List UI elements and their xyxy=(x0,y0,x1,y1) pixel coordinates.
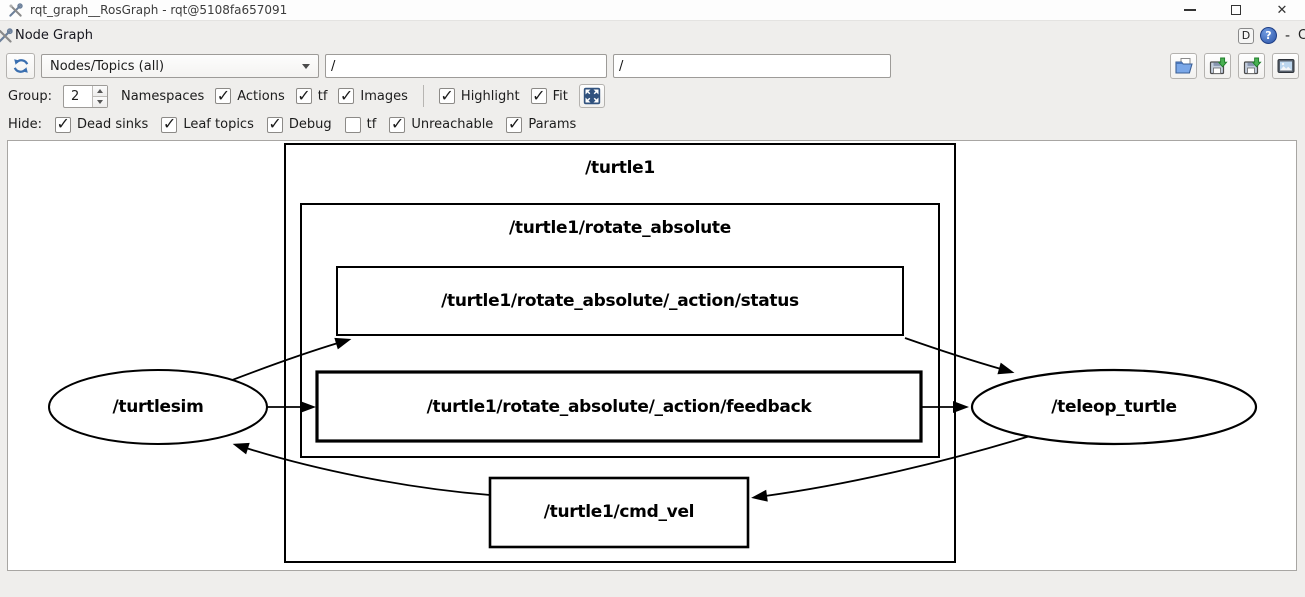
node-turtlesim-label: /turtlesim xyxy=(113,397,204,417)
hide-toolbar: Hide: Dead sinks Leaf topics Debug tf Un… xyxy=(0,110,1305,139)
panel-minimize-button[interactable]: - xyxy=(1284,27,1290,44)
hide-label: Hide: xyxy=(8,117,43,132)
topic-status-label: /turtle1/rotate_absolute/_action/status xyxy=(441,291,799,311)
checkbox-indicator xyxy=(438,86,455,105)
save-image-icon xyxy=(1277,59,1294,73)
open-dot-button[interactable] xyxy=(1170,53,1197,79)
minimize-button[interactable] xyxy=(1167,0,1213,20)
close-button[interactable]: ✕ xyxy=(1259,0,1305,20)
edge-teleop-to-cmdvel xyxy=(751,435,1031,502)
node-turtlesim xyxy=(48,369,268,445)
topic-status-box xyxy=(336,266,904,336)
edge-status-to-teleop xyxy=(904,337,1015,375)
spin-down-button[interactable] xyxy=(92,96,107,107)
plugin-header: Node Graph D ? - C xyxy=(0,21,1305,50)
checkbox-indicator xyxy=(295,86,312,105)
checkbox-indicator xyxy=(338,86,355,105)
save-svg-button[interactable] xyxy=(1238,53,1265,79)
cluster-rotate-absolute-label: /turtle1/rotate_absolute xyxy=(509,218,731,238)
checkbox-indicator xyxy=(389,114,406,133)
rqt-logo-icon xyxy=(9,2,23,17)
spin-up-icon xyxy=(96,88,103,93)
checkbox-indicator xyxy=(161,114,178,133)
refresh-button[interactable] xyxy=(6,53,35,79)
checkbox-images[interactable]: Images xyxy=(338,86,408,105)
cluster-turtle1-label: /turtle1 xyxy=(585,158,655,178)
graph-type-select[interactable]: Nodes/Topics (all) xyxy=(41,54,319,78)
minimize-icon xyxy=(1184,9,1196,11)
panel-close-button[interactable]: C xyxy=(1298,28,1305,43)
rqt-logo-icon xyxy=(0,27,13,43)
topic-filter-input[interactable] xyxy=(613,54,891,78)
window-titlebar: rqt_graph__RosGraph - rqt@5108fa657091 ✕ xyxy=(0,0,1305,21)
topic-cmdvel-label: /turtle1/cmd_vel xyxy=(544,502,694,522)
main-toolbar: Nodes/Topics (all) xyxy=(0,50,1305,82)
node-teleop-turtle xyxy=(970,368,1258,446)
graph-canvas[interactable]: /turtle1 /turtle1/rotate_absolute /turtl… xyxy=(7,140,1297,571)
fit-in-view-icon xyxy=(583,87,601,105)
topic-feedback-label: /turtle1/rotate_absolute/_action/feedbac… xyxy=(427,397,813,417)
save-svg-icon xyxy=(1243,57,1262,75)
status-strip xyxy=(0,571,1305,597)
open-folder-icon xyxy=(1174,58,1193,74)
checkbox-unreachable[interactable]: Unreachable xyxy=(389,114,493,133)
namespaces-label: Namespaces xyxy=(120,88,205,104)
checkbox-actions[interactable]: Actions xyxy=(215,86,285,105)
checkbox-indicator xyxy=(530,86,547,105)
spin-up-button[interactable] xyxy=(92,85,107,97)
save-image-button[interactable] xyxy=(1272,53,1299,79)
checkbox-indicator xyxy=(344,116,361,133)
group-value: 2 xyxy=(70,88,80,104)
checkbox-indicator xyxy=(215,86,232,105)
checkbox-indicator xyxy=(266,114,283,133)
checkbox-indicator xyxy=(55,114,72,133)
topic-feedback-box xyxy=(315,370,923,443)
checkbox-dead-sinks[interactable]: Dead sinks xyxy=(55,114,148,133)
group-label: Group: xyxy=(8,88,52,104)
graph-type-value: Nodes/Topics (all) xyxy=(50,58,165,74)
dock-button[interactable]: D xyxy=(1237,27,1254,44)
checkbox-debug[interactable]: Debug xyxy=(266,114,332,133)
toolbar-separator xyxy=(422,85,424,107)
chevron-down-icon xyxy=(302,63,310,69)
topic-cmdvel-box xyxy=(488,476,750,549)
checkbox-params[interactable]: Params xyxy=(506,114,576,133)
refresh-icon xyxy=(13,59,28,73)
help-button[interactable]: ? xyxy=(1259,27,1277,44)
checkbox-indicator xyxy=(506,114,523,133)
node-filter-input[interactable] xyxy=(325,54,607,78)
checkbox-leaf-topics[interactable]: Leaf topics xyxy=(161,114,254,133)
save-dot-icon xyxy=(1209,57,1228,75)
maximize-button[interactable] xyxy=(1213,0,1259,20)
node-teleop-turtle-label: /teleop_turtle xyxy=(1051,397,1176,417)
fit-in-view-button[interactable] xyxy=(578,84,605,108)
checkbox-fit[interactable]: Fit xyxy=(530,86,568,105)
edge-turtlesim-to-status xyxy=(226,337,352,383)
close-icon: ✕ xyxy=(1276,2,1288,18)
group-spinbox[interactable]: 2 xyxy=(62,84,108,108)
checkbox-tf-group[interactable]: tf xyxy=(295,86,327,105)
checkbox-highlight[interactable]: Highlight xyxy=(438,86,520,105)
panel-title: Node Graph xyxy=(15,28,93,43)
window-title: rqt_graph__RosGraph - rqt@5108fa657091 xyxy=(30,3,288,17)
options-toolbar: Group: 2 Namespaces Actions tf Images Hi… xyxy=(0,82,1305,110)
spin-down-icon xyxy=(96,99,103,104)
save-dot-button[interactable] xyxy=(1204,53,1231,79)
checkbox-tf-hide[interactable]: tf xyxy=(344,116,376,133)
edge-cmdvel-to-turtlesim xyxy=(232,442,491,496)
maximize-icon xyxy=(1231,5,1241,15)
